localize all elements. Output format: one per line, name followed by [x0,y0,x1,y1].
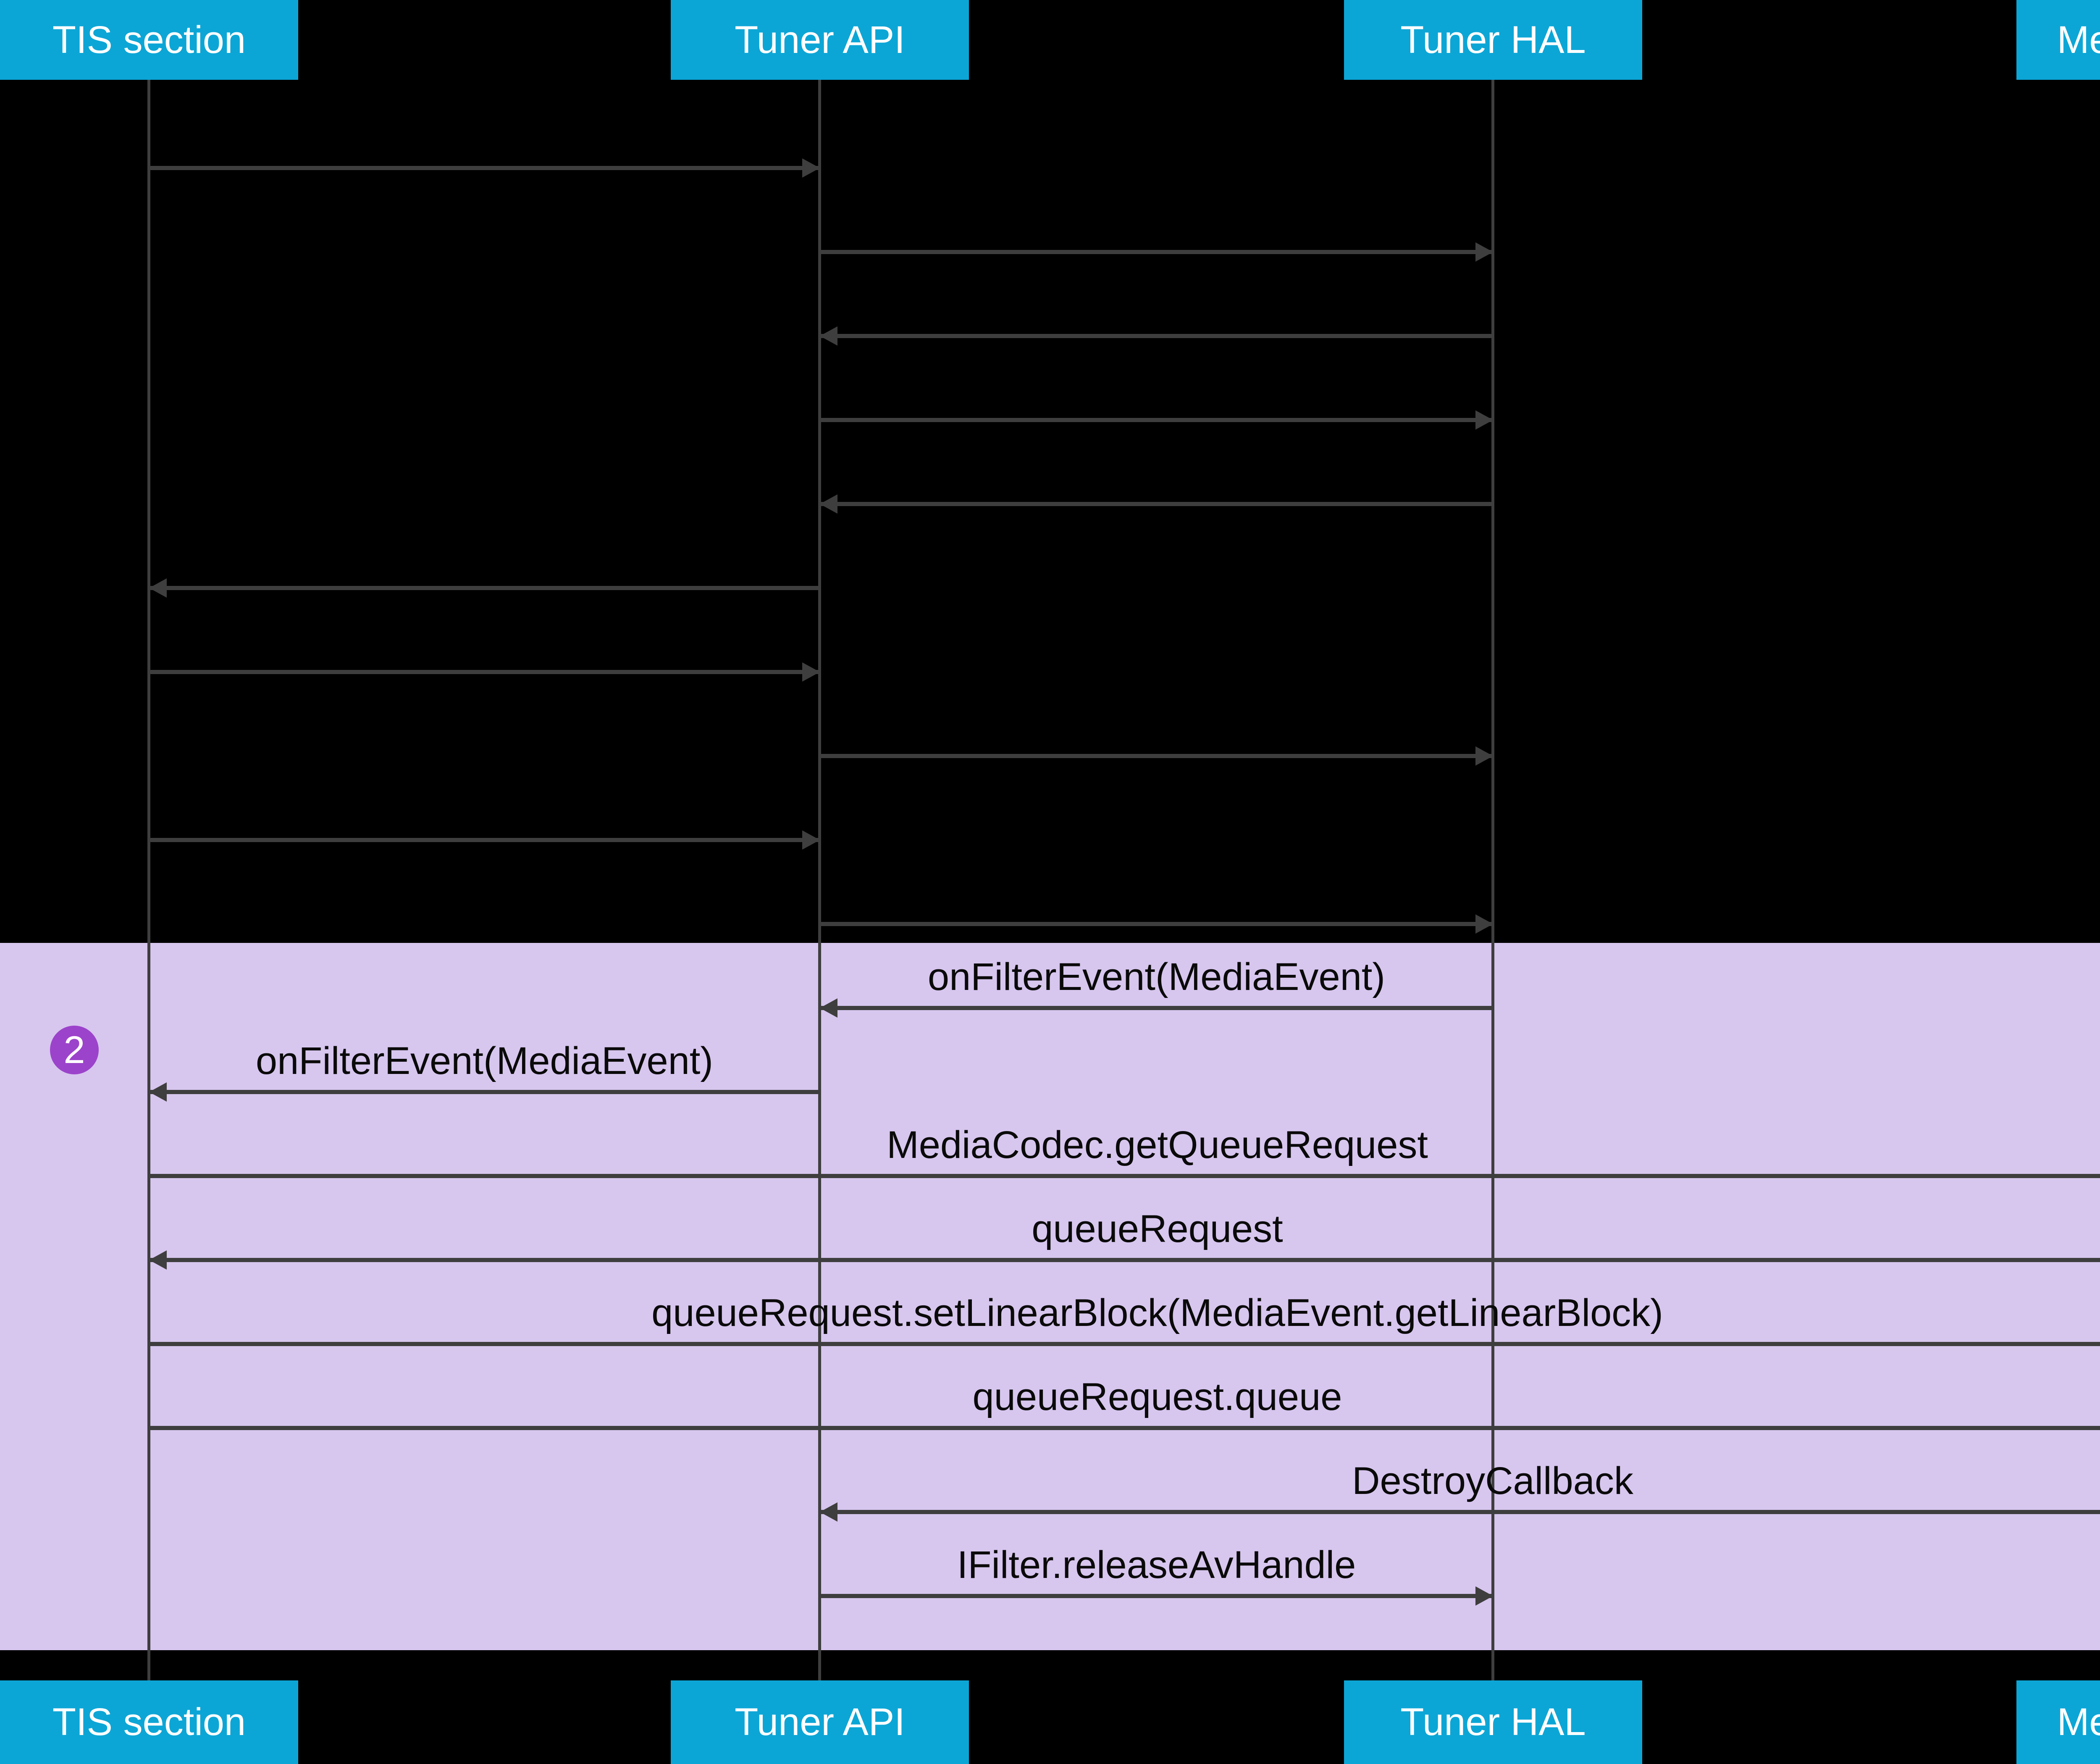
highlight-section-2 [0,943,2100,1650]
step-badge: 2 [50,1026,99,1074]
arrow-shaft [149,1174,2100,1178]
message-arrow: queueRequest.queue [149,1373,2100,1432]
arrow-left-icon [149,1082,167,1102]
participant-header-tuner-hal-bottom: Tuner HAL [1344,1680,1642,1764]
arrow-shaft [820,334,1493,338]
arrow-shaft [820,250,1493,254]
arrow-shaft [149,586,820,590]
arrow-shaft [149,670,820,674]
message-arrow [820,449,1493,514]
message-arrow [149,113,820,178]
participant-header-tuner-hal-top: Tuner HAL [1344,0,1642,80]
arrow-shaft [820,1006,1493,1010]
lifeline-tuner-api [818,80,821,1680]
arrow-left-icon [149,578,167,598]
message-arrow: onFilterEvent(MediaEvent) [149,1037,820,1102]
message-label: onFilterEvent(MediaEvent) [927,956,1386,998]
message-arrow: onFilterEvent(MediaEvent) [820,953,1493,1018]
message-label: queueRequest [1032,1208,1283,1250]
arrow-shaft [820,922,1493,926]
arrow-shaft [149,838,820,842]
arrow-shaft [149,166,820,170]
participant-header-mediacodec-bottom: MediaCodec [2016,1680,2100,1764]
arrow-shaft [820,1594,1493,1598]
arrow-right-icon [1475,914,1493,934]
arrow-right-icon [1475,410,1493,430]
message-label: IFilter.releaseAvHandle [957,1544,1356,1586]
arrow-right-icon [802,662,820,682]
arrow-shaft [820,1510,2100,1514]
message-label: queueRequest.queue [972,1376,1342,1418]
message-arrow [149,785,820,850]
arrow-left-icon [820,494,837,514]
message-arrow: IFilter.releaseAvHandle [820,1541,1493,1606]
arrow-shaft [820,418,1493,422]
arrow-right-icon [1475,746,1493,766]
message-label: DestroyCallback [1352,1460,1633,1502]
participant-header-tis-section-top: TIS section [0,0,298,80]
arrow-right-icon [802,158,820,178]
arrow-right-icon [802,830,820,850]
message-arrow [820,281,1493,346]
arrow-shaft [149,1258,2100,1262]
arrow-right-icon [1475,1586,1493,1606]
message-arrow [820,197,1493,262]
lifeline-tis-section [147,80,150,1680]
arrow-left-icon [820,998,837,1018]
message-arrow [820,365,1493,430]
lifeline-tuner-hal [1491,80,1494,1680]
arrow-shaft [149,1342,2100,1346]
participant-header-tuner-api-top: Tuner API [671,0,969,80]
message-arrow: queueRequest [149,1205,2100,1270]
message-arrow: queueRequest.setLinearBlock(MediaEvent.g… [149,1289,2100,1348]
message-arrow: MediaCodec.getQueueRequest [149,1121,2100,1180]
message-label: onFilterEvent(MediaEvent) [255,1040,714,1082]
message-arrow [149,533,820,598]
message-arrow [149,617,820,682]
message-label: MediaCodec.getQueueRequest [887,1124,1428,1166]
arrow-shaft [149,1426,2100,1430]
participant-header-tuner-api-bottom: Tuner API [671,1680,969,1764]
arrow-left-icon [820,326,837,346]
arrow-left-icon [149,1250,167,1270]
participant-header-mediacodec-top: MediaCodec [2016,0,2100,80]
arrow-right-icon [1475,242,1493,262]
arrow-shaft [820,502,1493,506]
participant-header-tis-section-bottom: TIS section [0,1680,298,1764]
message-arrow: DestroyCallback [820,1457,2100,1522]
arrow-shaft [820,754,1493,758]
message-label: queueRequest.setLinearBlock(MediaEvent.g… [651,1292,1663,1334]
message-arrow [820,701,1493,766]
message-arrow [820,869,1493,934]
arrow-left-icon [820,1502,837,1522]
arrow-shaft [149,1090,820,1094]
